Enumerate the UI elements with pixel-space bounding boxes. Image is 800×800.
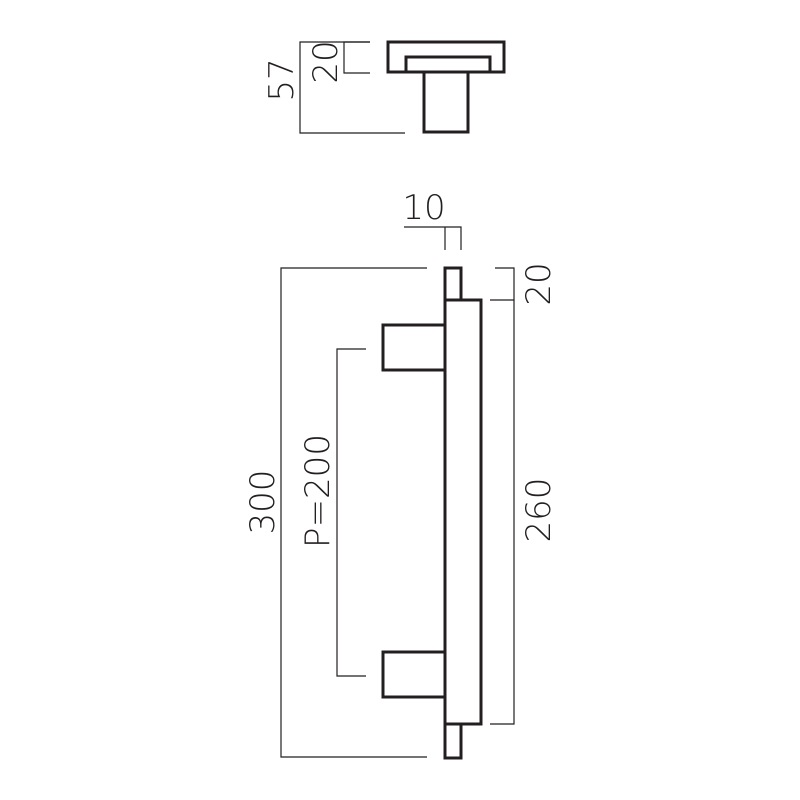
top-view-plate-inner — [404, 55, 492, 74]
side-view-grip-bar — [443, 298, 483, 726]
top-view-post — [422, 70, 470, 134]
top-view-dim-total-line — [299, 41, 405, 134]
side-view-dim-overall-line — [280, 267, 427, 758]
side-view-dim-bar-label: 260 — [519, 478, 559, 543]
top-view: 57 20 — [262, 40, 506, 134]
side-view-dim-pitch-label: P=200 — [298, 434, 338, 548]
side-view-dim-end-label: 20 — [519, 262, 559, 305]
side-view: 10 20 300 P=200 260 — [243, 188, 559, 760]
side-view-dim-overall-label: 300 — [243, 470, 283, 535]
side-view-dim-pitch-line — [336, 348, 366, 677]
side-view-dim-bar-line — [490, 300, 515, 725]
top-view-dim-plate-line — [343, 41, 370, 74]
side-view-dim-end-line — [490, 267, 515, 301]
side-view-dim-thickness-label: 10 — [402, 188, 445, 228]
side-view-dim-thickness-line — [404, 226, 462, 250]
side-view-standoff-bottom — [381, 650, 447, 699]
top-view-dim-plate-label: 20 — [306, 40, 346, 83]
side-view-standoff-top — [381, 323, 447, 372]
top-view-dim-total-label: 57 — [262, 58, 302, 101]
